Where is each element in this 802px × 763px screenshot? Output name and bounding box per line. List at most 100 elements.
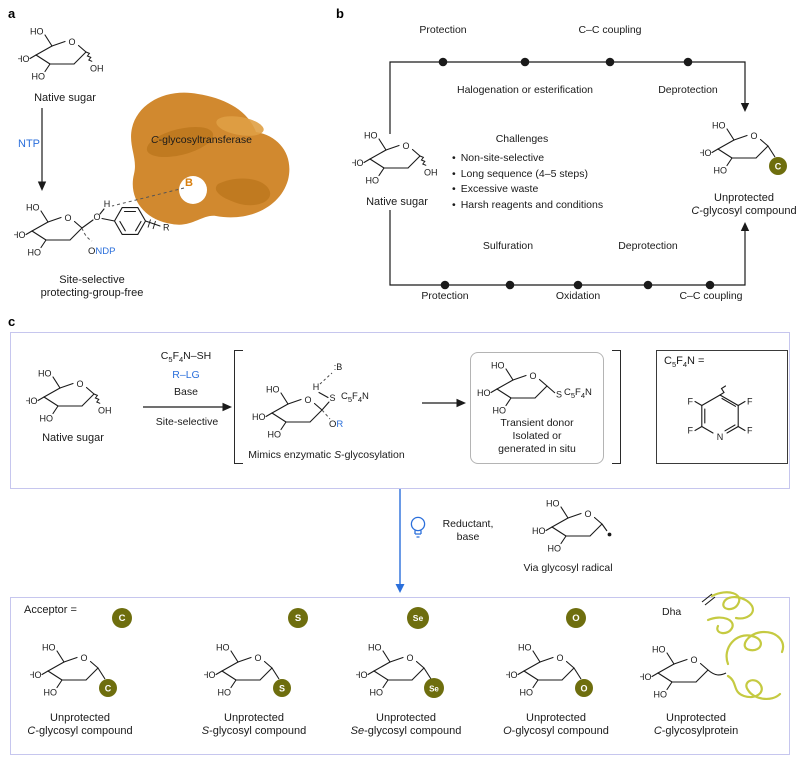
flowchart-lines — [389, 57, 750, 290]
arrowhead — [740, 222, 750, 231]
acceptor-circle — [575, 679, 593, 697]
radical-dot — [607, 532, 612, 537]
variable-position-hashes — [147, 219, 156, 230]
light-bulb-icon — [410, 516, 426, 538]
c5f4n-definition-title: C5F4N = — [664, 355, 705, 370]
c5f4n-definition-box — [656, 350, 788, 464]
acceptor-circle — [99, 679, 117, 697]
step-deprotection-top: Deprotection — [658, 84, 718, 96]
transient-donor-structure: S — [477, 359, 562, 416]
acceptor-letter: S — [279, 684, 285, 694]
step-protection-bottom: Protection — [421, 290, 469, 302]
reductant-caption: Reductant, base — [442, 518, 494, 543]
acceptor-letter: C — [775, 162, 782, 172]
leaving-group-bond — [321, 409, 331, 420]
mimics-caption: Mimics enzymatic S-glycosylation — [248, 449, 405, 461]
reaction-scheme-box — [10, 332, 790, 489]
ntp-label: NTP — [18, 138, 40, 150]
acceptor-chip-c: C — [112, 608, 132, 628]
anomeric-squiggle-bond — [85, 51, 93, 62]
challenge-item: •Harsh reagents and conditions — [452, 198, 604, 211]
product-caption: Unprotected Se-glycosyl compound — [350, 712, 462, 737]
c-glycosylprotein-structure — [640, 630, 785, 701]
step-deprotection-bottom: Deprotection — [618, 240, 678, 252]
enzyme-label: C-glycosyltransferase — [151, 134, 252, 146]
product-caption: Unprotected S-glycosyl compound — [201, 712, 307, 737]
thiol-reagent-formula: C5F4N–SH — [160, 350, 212, 365]
o-glycosyl-product-structure: O — [506, 641, 593, 699]
r-lg-reagent: R–LG — [172, 369, 200, 381]
fluorine-label: F — [688, 426, 694, 436]
reaction-arrow — [422, 398, 466, 408]
glycosyl-radical-structure — [532, 497, 612, 555]
site-selective-caption: Site-selective — [155, 416, 219, 428]
step-sulfuration: Sulfuration — [482, 240, 534, 252]
anomeric-squiggle-bond — [419, 155, 427, 166]
sulfur-label: S — [329, 393, 335, 403]
native-sugar-structure: OH — [18, 25, 104, 83]
panel-a-caption: Site-selective protecting-group-free — [40, 274, 144, 299]
c5f4n-group-label: C5F4N — [564, 387, 592, 400]
native-sugar-caption: Native sugar — [34, 92, 96, 104]
challenges-list: •Non-site-selective •Long sequence (4–5 … — [452, 151, 603, 213]
enzyme-shade — [146, 126, 214, 158]
base-reagent: Base — [174, 386, 198, 398]
fluorine-label: F — [747, 426, 753, 436]
enzyme-base-b-label: B — [185, 177, 193, 189]
enzyme-highlight — [216, 116, 264, 136]
glycosylation-mechanism-structure: O H R — [14, 199, 170, 259]
or-leaving-group-label: OR — [329, 419, 344, 430]
leaving-group-bond — [81, 227, 93, 242]
pyridine-nitrogen-label: N — [717, 432, 724, 442]
anomeric-oh-label: OH — [90, 64, 104, 74]
close-bracket — [612, 350, 621, 464]
fluorine-label: F — [688, 397, 694, 407]
c-glycosyl-product-structure: C — [30, 641, 117, 699]
hydrogen-label: H — [313, 382, 320, 392]
dha-label: Dha — [662, 606, 682, 618]
arrowhead — [740, 103, 750, 112]
acceptor-letter: C — [105, 684, 112, 694]
deprotonation-dashes — [319, 372, 333, 385]
products-box — [10, 597, 790, 755]
acceptor-circle — [769, 157, 787, 175]
anomeric-oh-label: OH — [424, 168, 438, 178]
acceptor-label: Acceptor = — [24, 604, 77, 616]
via-radical-caption: Via glycosyl radical — [523, 562, 613, 574]
down-arrow — [37, 108, 47, 191]
product-caption: Unprotected C-glycosylprotein — [653, 712, 739, 737]
c-glycosyl-product-structure: C — [700, 119, 787, 177]
product-caption: Unprotected C-glycosyl compound — [691, 192, 797, 217]
reaction-arrow — [143, 402, 232, 412]
native-sugar-structure: OH — [26, 367, 112, 425]
challenge-item: •Non-site-selective — [452, 152, 545, 164]
step-nodes — [438, 57, 715, 290]
acceptor-circle — [424, 678, 444, 698]
native-sugar-caption: Native sugar — [366, 196, 428, 208]
step-halogenation: Halogenation or esterification — [457, 84, 593, 96]
active-site-pocket — [179, 176, 207, 204]
protein-squiggle — [725, 630, 785, 700]
step-protection-top: Protection — [419, 24, 467, 36]
phenol-hydrogen-label: H — [104, 199, 111, 209]
sulfur-label: S — [556, 390, 562, 400]
panel-a-label: a — [8, 6, 16, 21]
step-cc-coupling-bottom: C–C coupling — [679, 290, 743, 302]
phenol-oxygen-label: O — [93, 212, 100, 222]
se-glycosyl-product-structure: Se — [356, 641, 444, 699]
fluorine-label: F — [747, 397, 753, 407]
general-base-label: :B — [334, 362, 343, 372]
acceptor-chip-se: Se — [407, 607, 429, 629]
panel-c-label: c — [8, 314, 16, 329]
challenges-title: Challenges — [495, 133, 549, 145]
step-oxidation: Oxidation — [555, 290, 601, 302]
s-glycosyl-product-structure: S — [204, 641, 291, 699]
native-sugar-caption: Native sugar — [42, 432, 104, 444]
open-bracket — [234, 350, 243, 464]
tetrafluoropyridine-structure: N F F F F — [688, 385, 753, 442]
transient-donor-box — [470, 352, 604, 464]
acceptor-chip-o: O — [566, 608, 586, 628]
anomeric-squiggle-bond — [93, 393, 101, 404]
alkene-lines — [701, 593, 716, 606]
